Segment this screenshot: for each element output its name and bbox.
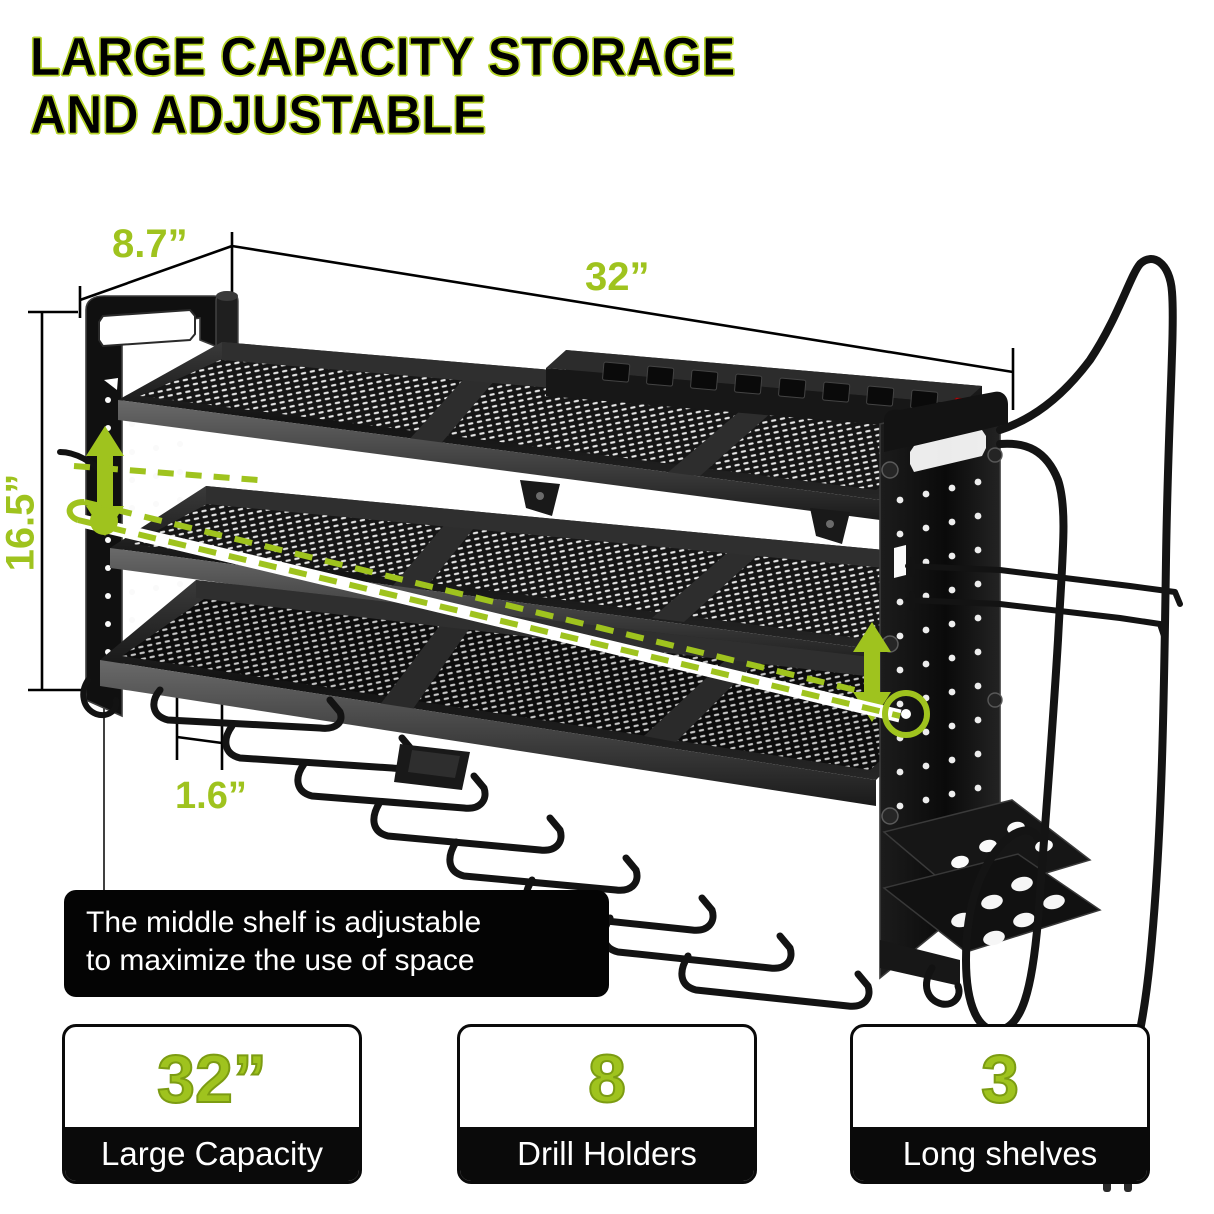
accessory-trays bbox=[880, 799, 1102, 1008]
adjust-guide-main bbox=[77, 517, 901, 719]
adjust-guide-secondary bbox=[83, 499, 897, 703]
feature-card-label: Long shelves bbox=[853, 1127, 1147, 1181]
power-cord bbox=[961, 255, 1177, 1112]
dimension-label-slot-spacing: 1.6” bbox=[175, 775, 247, 817]
adjust-hole-highlight bbox=[882, 690, 930, 738]
feature-card-label: Drill Holders bbox=[460, 1127, 754, 1181]
callout-line-1: The middle shelf is adjustable bbox=[86, 906, 482, 939]
feature-card-label: Large Capacity bbox=[65, 1127, 359, 1181]
callout-line-2: to maximize the use of space bbox=[86, 944, 475, 978]
feature-card-drill-holders: 8 Drill Holders bbox=[457, 1024, 757, 1184]
dimension-label-depth: 8.7” bbox=[112, 222, 188, 266]
tool-rack-body bbox=[57, 255, 1183, 1192]
shelf-bottom bbox=[100, 580, 986, 806]
dimension-label-width: 32” bbox=[585, 255, 650, 299]
adjust-guide-upper bbox=[73, 463, 259, 483]
dimension-label-height: 16.5” bbox=[0, 473, 43, 572]
feature-card-number: 32” bbox=[156, 1040, 268, 1118]
feature-card-number: 8 bbox=[587, 1040, 627, 1118]
feature-card-row: 32” Large Capacity 8 Drill Holders 3 Lon… bbox=[0, 1024, 1214, 1194]
outlet-sockets bbox=[602, 361, 939, 411]
adjust-annotations bbox=[66, 426, 930, 738]
feature-card-number: 3 bbox=[980, 1040, 1020, 1118]
feature-card-large-capacity: 32” Large Capacity bbox=[62, 1024, 362, 1184]
adjustable-shelf-callout: The middle shelf is adjustable to maximi… bbox=[64, 890, 609, 997]
adjust-dot bbox=[90, 507, 118, 535]
page-title: LARGE CAPACITY STORAGE AND ADJUSTABLE bbox=[30, 27, 736, 146]
power-strip bbox=[546, 350, 982, 432]
feature-card-long-shelves: 3 Long shelves bbox=[850, 1024, 1150, 1184]
